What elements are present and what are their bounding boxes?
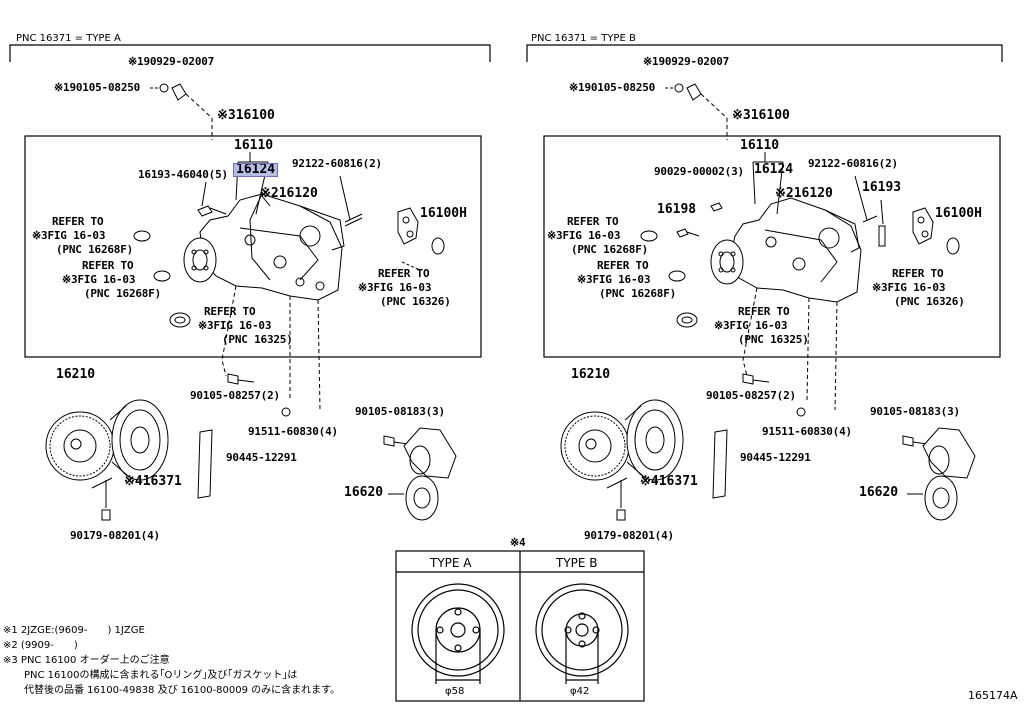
inset-type-a-title: TYPE A — [430, 556, 472, 570]
refer-1-left-line3: (PNC 16268F) — [56, 243, 134, 256]
part-16120-left[interactable]: ※216120 — [260, 186, 318, 201]
part-16198-right[interactable]: 16198 — [657, 202, 697, 217]
part-16100-right[interactable]: ※316100 — [732, 108, 790, 123]
note-3: ※3 PNC 16100 オーダー上のご注意 — [3, 655, 170, 666]
refer-3-right-line1: REFER TO — [892, 267, 944, 280]
part-90179-right[interactable]: 90179-08201(4) — [584, 529, 674, 542]
part-16193-right[interactable]: 16193 — [862, 180, 902, 195]
note-2: ※2 (9909- ) — [3, 640, 78, 651]
part-92122-right[interactable]: 92122-60816(2) — [808, 157, 898, 170]
refer-2-left-line2[interactable]: ※3FIG 16-03 — [62, 273, 136, 286]
inset-diameter-a: φ58 — [445, 686, 465, 697]
refer-2-left-line3: (PNC 16268F) — [84, 287, 162, 300]
figure-number: 165174A — [968, 689, 1018, 702]
refer-2-left-line1: REFER TO — [82, 259, 134, 272]
refer-3-right-line3: (PNC 16326) — [894, 295, 965, 308]
refer-2-right-line3: (PNC 16268F) — [599, 287, 677, 300]
refer-2-right-line1: REFER TO — [597, 259, 649, 272]
part-16120-right[interactable]: ※216120 — [775, 186, 833, 201]
refer-1-left-line1: REFER TO — [52, 215, 104, 228]
refer-4-left-line1: REFER TO — [204, 305, 256, 318]
part-190929-right[interactable]: ※190929-02007 — [643, 55, 730, 68]
inset-pulley-types — [395, 550, 645, 702]
part-190929-left[interactable]: ※190929-02007 — [128, 55, 215, 68]
part-90105-08183-right[interactable]: 90105-08183(3) — [870, 405, 960, 418]
refer-3-right-line2[interactable]: ※3FIG 16-03 — [872, 281, 946, 294]
refer-3-left-line2[interactable]: ※3FIG 16-03 — [358, 281, 432, 294]
part-16210-right[interactable]: 16210 — [571, 367, 611, 382]
note-1: ※1 2JZGE:(9609- ) 1JZGE — [3, 625, 145, 636]
inset-marker: ※4 — [510, 536, 526, 549]
refer-1-right-line1: REFER TO — [567, 215, 619, 228]
part-16124-left-highlighted[interactable]: 16124 — [232, 162, 279, 177]
part-90105-08183-left[interactable]: 90105-08183(3) — [355, 405, 445, 418]
right-assembly-box — [543, 135, 1001, 358]
part-16110-left[interactable]: 16110 — [234, 138, 274, 153]
note-3-detail-1: PNC 16100の構成に含まれる｢Oリング｣及び｢ガスケット｣は — [24, 670, 298, 681]
refer-4-left-line2[interactable]: ※3FIG 16-03 — [198, 319, 272, 332]
part-16193-left[interactable]: 16193-46040(5) — [138, 168, 228, 181]
part-190105-right[interactable]: ※190105-08250 — [569, 81, 656, 94]
part-91511-left[interactable]: 91511-60830(4) — [248, 425, 338, 438]
right-pump-drawing — [560, 83, 976, 521]
part-90105-08257-right[interactable]: 90105-08257(2) — [706, 389, 796, 402]
note-3-detail-2: 代替後の品番 16100-49838 及び 16100-80009 のみに含まれ… — [24, 685, 341, 696]
part-92122-left[interactable]: 92122-60816(2) — [292, 157, 382, 170]
inset-diameter-b: φ42 — [570, 686, 590, 697]
part-90445-right[interactable]: 90445-12291 — [740, 451, 811, 464]
refer-3-left-line1: REFER TO — [378, 267, 430, 280]
part-16124-right[interactable]: 16124 — [754, 162, 794, 177]
left-pump-drawing — [45, 83, 457, 521]
part-190105-left[interactable]: ※190105-08250 — [54, 81, 141, 94]
part-90445-left[interactable]: 90445-12291 — [226, 451, 297, 464]
right-section-bracket — [526, 44, 1003, 62]
part-16100h-left[interactable]: 16100H — [420, 206, 467, 221]
left-assembly-box — [24, 135, 482, 358]
inset-type-b-title: TYPE B — [556, 556, 598, 570]
refer-2-right-line2[interactable]: ※3FIG 16-03 — [577, 273, 651, 286]
refer-3-left-line3: (PNC 16326) — [380, 295, 451, 308]
left-section-bracket — [9, 44, 491, 62]
refer-4-right-line3: (PNC 16325) — [738, 333, 809, 346]
part-91511-right[interactable]: 91511-60830(4) — [762, 425, 852, 438]
part-16620-left[interactable]: 16620 — [344, 485, 384, 500]
refer-4-left-line3: (PNC 16325) — [222, 333, 293, 346]
refer-1-left-line2[interactable]: ※3FIG 16-03 — [32, 229, 106, 242]
left-section-header: PNC 16371 = TYPE A — [16, 33, 121, 44]
part-16110-right[interactable]: 16110 — [740, 138, 780, 153]
part-16371-right[interactable]: ※416371 — [640, 474, 698, 489]
part-16210-left[interactable]: 16210 — [56, 367, 96, 382]
part-16371-left[interactable]: ※416371 — [124, 474, 182, 489]
part-16620-right[interactable]: 16620 — [859, 485, 899, 500]
part-90105-08257-left[interactable]: 90105-08257(2) — [190, 389, 280, 402]
refer-4-right-line1: REFER TO — [738, 305, 790, 318]
part-90179-left[interactable]: 90179-08201(4) — [70, 529, 160, 542]
part-16100h-right[interactable]: 16100H — [935, 206, 982, 221]
right-section-header: PNC 16371 = TYPE B — [531, 33, 636, 44]
refer-1-right-line2[interactable]: ※3FIG 16-03 — [547, 229, 621, 242]
refer-1-right-line3: (PNC 16268F) — [571, 243, 649, 256]
refer-4-right-line2[interactable]: ※3FIG 16-03 — [714, 319, 788, 332]
part-90029-right[interactable]: 90029-00002(3) — [654, 165, 744, 178]
part-16100-left[interactable]: ※316100 — [217, 108, 275, 123]
